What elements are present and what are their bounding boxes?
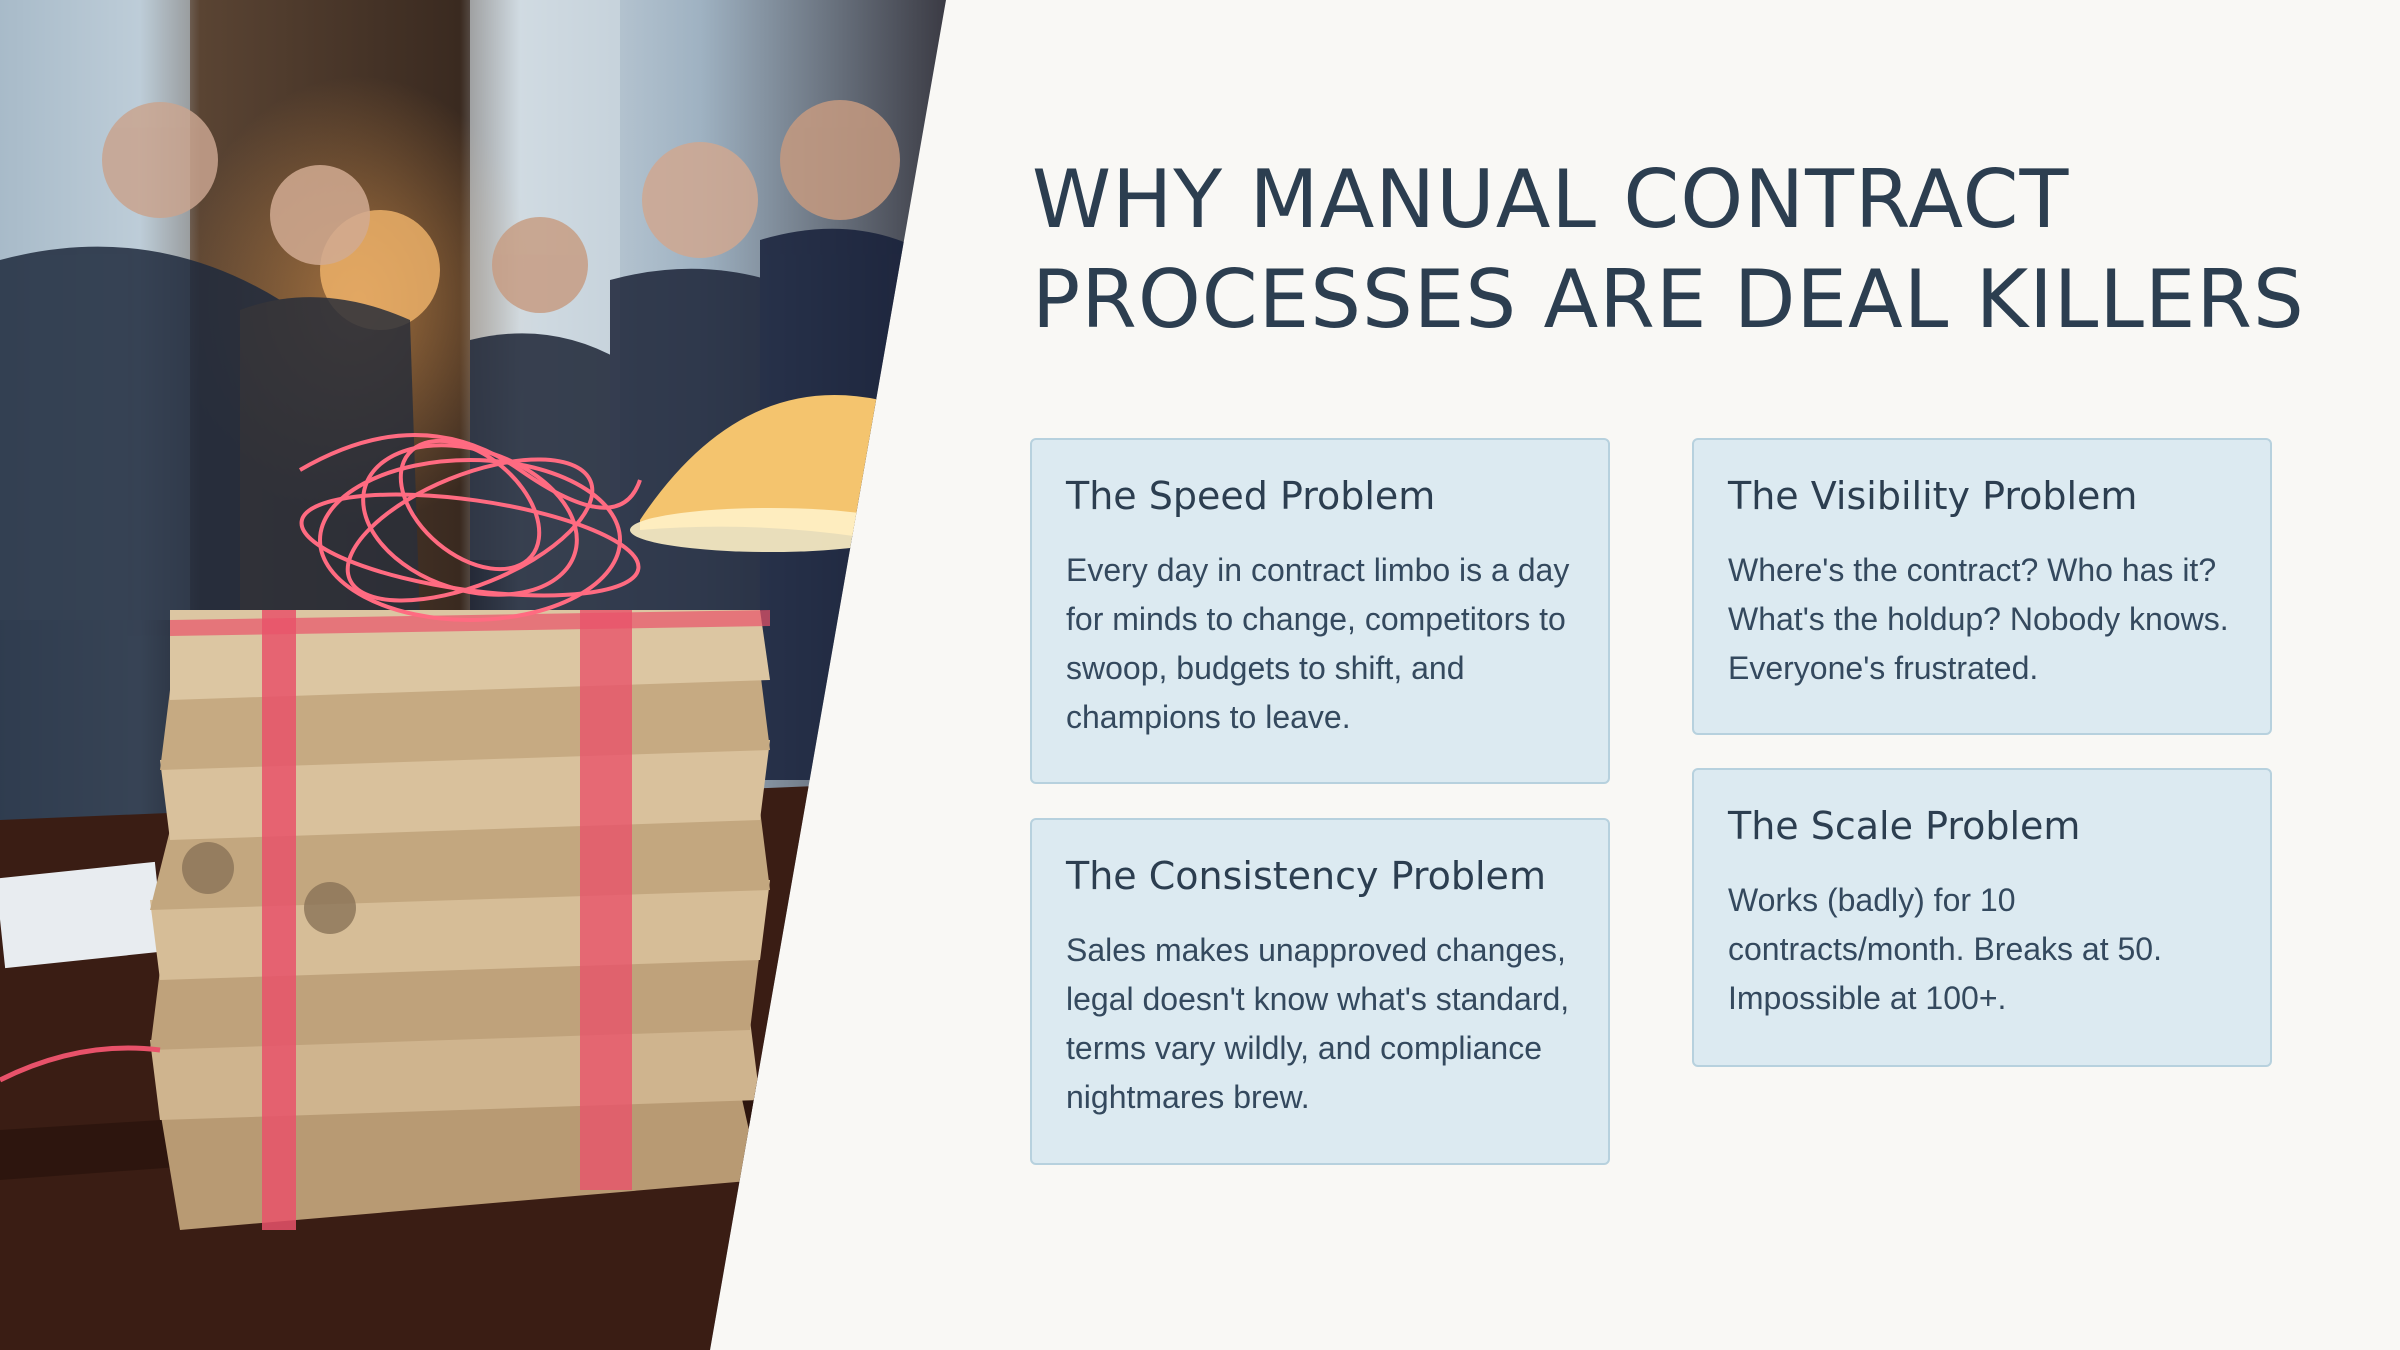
red-tape bbox=[170, 610, 770, 636]
person-suit bbox=[470, 333, 620, 620]
consistency-problem-card: The Consistency Problem Sales makes unap… bbox=[1030, 818, 1610, 1165]
card-title: The Speed Problem bbox=[1066, 474, 1436, 518]
person-head bbox=[642, 142, 758, 258]
red-tape bbox=[0, 1045, 161, 1083]
card-title: The Visibility Problem bbox=[1728, 474, 2138, 518]
scale-problem-card: The Scale Problem Works (badly) for 10 c… bbox=[1692, 768, 2272, 1067]
red-tape bbox=[580, 610, 632, 1190]
card-title: The Scale Problem bbox=[1728, 804, 2081, 848]
slide-title: WHY MANUAL CONTRACT PROCESSES ARE DEAL K… bbox=[1032, 153, 2305, 346]
card-text: Sales makes unapproved changes, legal do… bbox=[1066, 932, 1570, 1115]
card-text: Every day in contract limbo is a day for… bbox=[1066, 552, 1570, 735]
card-text: Where's the contract? Who has it? What's… bbox=[1728, 552, 2229, 686]
speed-problem-card: The Speed Problem Every day in contract … bbox=[1030, 438, 1610, 784]
tangled-red-tape-bow bbox=[298, 433, 642, 622]
lamp-light bbox=[630, 508, 910, 552]
desk-lamp bbox=[640, 395, 880, 540]
person-head bbox=[270, 165, 370, 265]
photo-illustration bbox=[0, 0, 946, 1350]
visibility-problem-card: The Visibility Problem Where's the contr… bbox=[1692, 438, 2272, 735]
contract-stack bbox=[0, 433, 770, 1230]
person-suit bbox=[240, 297, 420, 620]
red-tape bbox=[262, 610, 296, 1230]
paper-sheet bbox=[0, 861, 165, 969]
card-text: Works (badly) for 10 contracts/month. Br… bbox=[1728, 882, 2162, 1016]
wax-seal bbox=[304, 882, 356, 934]
wax-seal bbox=[182, 842, 234, 894]
card-title: The Consistency Problem bbox=[1066, 854, 1546, 898]
person-head bbox=[780, 100, 900, 220]
person-head bbox=[492, 217, 588, 313]
person-head bbox=[102, 102, 218, 218]
